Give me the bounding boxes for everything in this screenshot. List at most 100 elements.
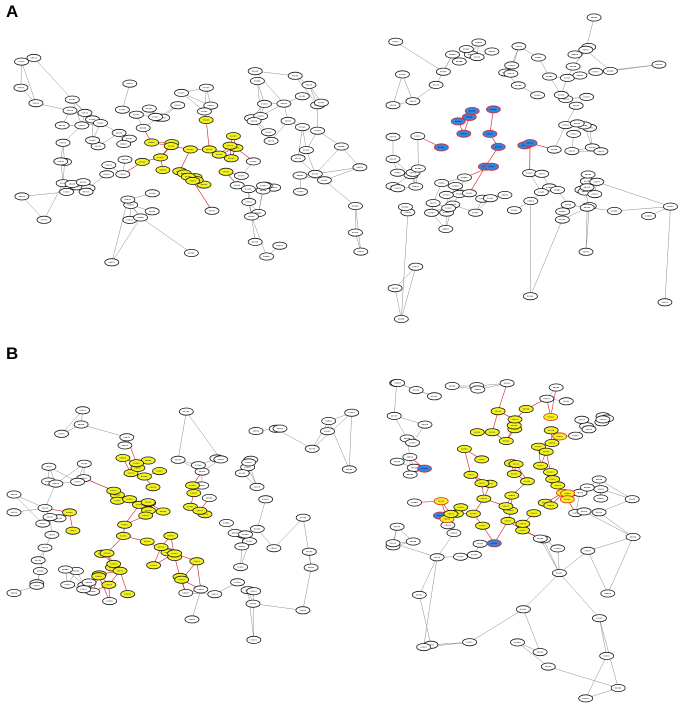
network-edge	[543, 539, 560, 574]
network-edge	[417, 136, 419, 169]
network-edge	[392, 74, 403, 106]
network-edge	[251, 216, 256, 242]
network-edge	[21, 61, 37, 104]
network-edge	[33, 57, 73, 100]
network-edge-highlight	[464, 448, 472, 475]
network-edge	[186, 411, 222, 460]
network-edge	[252, 603, 303, 611]
network-edge	[61, 410, 83, 434]
network-edge	[583, 511, 634, 538]
network-edge	[72, 99, 83, 126]
network-edge	[523, 609, 541, 653]
network-edge	[585, 49, 611, 72]
network-edge	[553, 124, 566, 150]
network-edge	[315, 146, 342, 175]
network-edge	[43, 183, 64, 220]
edges	[13, 410, 352, 640]
network-edge	[540, 538, 560, 574]
network-edge	[469, 609, 524, 643]
network-panel-a-right	[385, 13, 678, 323]
network-edge	[177, 411, 187, 460]
network-edge	[251, 216, 267, 257]
network-edge	[436, 532, 455, 558]
network-edge	[349, 412, 352, 470]
network-edge	[585, 207, 588, 252]
network-edge	[306, 150, 316, 174]
network-panel-b-left	[6, 406, 360, 644]
nodes	[6, 406, 360, 644]
network-panel-a-left	[13, 53, 369, 267]
network-edge	[255, 71, 285, 104]
network-edge	[355, 205, 362, 252]
network-edge-highlight	[550, 387, 557, 418]
network-edge-highlight	[192, 180, 213, 211]
network-edge	[257, 80, 261, 117]
network-edge-highlight	[205, 119, 210, 150]
network-edge	[587, 550, 609, 594]
network-edge	[599, 618, 607, 656]
network-edge	[295, 75, 318, 106]
network-edge	[599, 479, 633, 500]
network-edge	[530, 219, 563, 297]
network-edge	[517, 642, 549, 667]
network-edge	[21, 196, 45, 220]
network-edge	[585, 655, 607, 699]
network-edge	[81, 424, 127, 438]
network-edge	[394, 266, 416, 289]
network-edge	[191, 589, 202, 620]
nodes	[385, 378, 641, 703]
network-edge-highlight	[469, 166, 486, 194]
network-edge-highlight	[497, 383, 508, 412]
network-edge	[423, 557, 438, 648]
network-edge-highlight	[98, 576, 110, 602]
network-edge	[13, 494, 43, 524]
network-edge	[419, 594, 432, 645]
network-edge	[510, 46, 520, 74]
network-edge	[401, 212, 409, 320]
network-edge	[247, 590, 255, 640]
network-edge	[302, 567, 312, 611]
panel-label-a: A	[6, 2, 19, 21]
network-edge-highlight	[126, 437, 137, 464]
network-edge	[395, 41, 444, 72]
nodes	[385, 13, 678, 323]
network-edge	[607, 536, 634, 594]
network-edge	[548, 666, 619, 689]
network-panel-b-right	[385, 378, 641, 703]
network-edge	[598, 512, 634, 538]
network-edge	[315, 167, 360, 175]
network-edge	[324, 180, 356, 207]
network-edge	[557, 548, 560, 574]
network-edge	[393, 382, 397, 416]
network-edge	[402, 74, 414, 102]
edges	[392, 17, 671, 320]
network-edge	[111, 217, 141, 263]
network-edge	[523, 572, 560, 610]
network-edge	[20, 61, 22, 88]
network-edge	[401, 266, 417, 320]
network-edge	[55, 463, 85, 484]
network-edge	[664, 206, 671, 303]
network-edge	[140, 217, 192, 254]
network-edge	[585, 206, 590, 252]
network-edge-highlight	[196, 561, 202, 590]
network-edge	[419, 557, 438, 596]
panel-label-b: B	[6, 344, 19, 363]
network-edge	[394, 288, 402, 320]
network-edge	[273, 517, 304, 549]
network-edge	[21, 191, 67, 197]
network-edge	[302, 517, 312, 568]
network-edge	[559, 550, 588, 574]
network-edge-highlight	[489, 109, 494, 134]
network-edge	[596, 181, 671, 207]
network-edge	[297, 127, 303, 159]
network-edge	[614, 206, 671, 212]
network-edge	[111, 199, 129, 263]
network-edge	[311, 420, 329, 449]
network-edge	[257, 499, 266, 529]
network-edge	[587, 536, 634, 552]
network-edge	[559, 572, 600, 619]
network-edge	[392, 542, 438, 558]
network-edge	[44, 483, 57, 509]
